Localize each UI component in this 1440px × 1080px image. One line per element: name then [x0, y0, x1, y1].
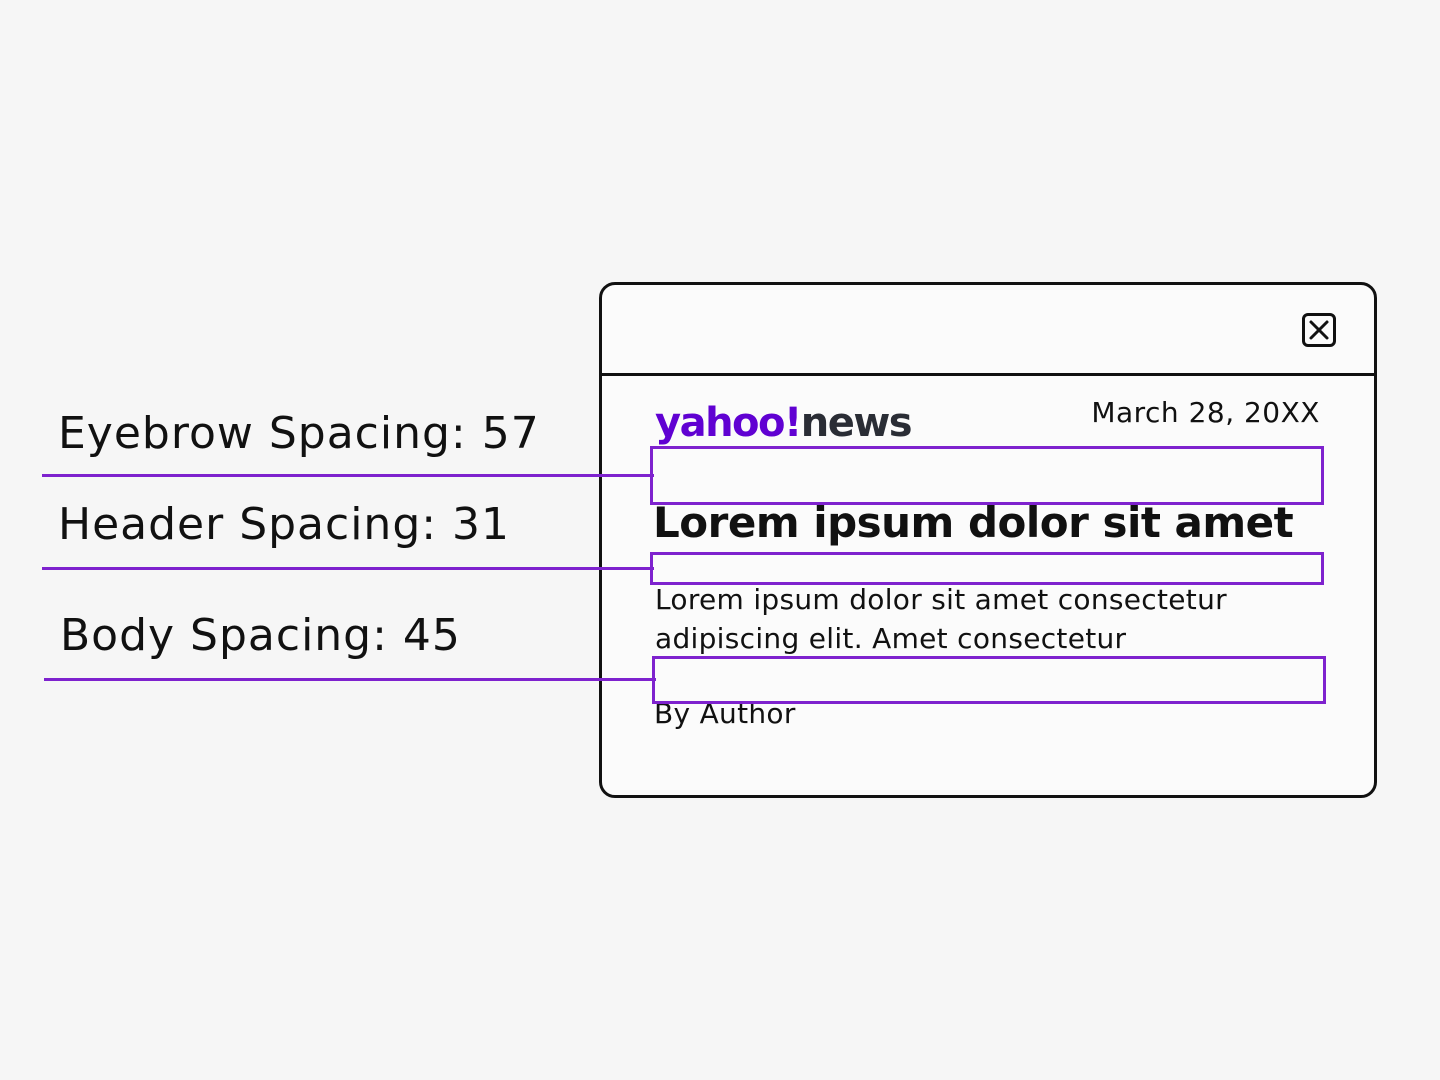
article-headline: Lorem ipsum dolor sit amet: [653, 498, 1294, 547]
body-spacing-box: [652, 656, 1326, 704]
body-line: adipiscing elit. Amet consectetur: [655, 622, 1127, 655]
logo-news: news: [800, 400, 913, 446]
close-button[interactable]: [1302, 313, 1336, 347]
eyebrow-guide-line: [42, 474, 654, 477]
body-spacing-label: Body Spacing: 45: [60, 610, 461, 661]
header-guide-line: [42, 567, 654, 570]
body-guide-line: [44, 678, 656, 681]
news-card: [599, 282, 1377, 798]
header-spacing-label: Header Spacing: 31: [58, 499, 511, 550]
article-date: March 28, 20XX: [1091, 396, 1320, 429]
logo-yahoo: yahoo!: [655, 400, 802, 446]
eyebrow-spacing-box: [650, 446, 1324, 505]
yahoo-news-logo: yahoo!news: [655, 398, 913, 448]
article-body: Lorem ipsum dolor sit amet consectetur a…: [655, 580, 1335, 658]
close-icon: [1309, 320, 1329, 340]
header-spacing-box: [650, 552, 1324, 585]
card-header: [602, 285, 1374, 376]
eyebrow-spacing-label: Eyebrow Spacing: 57: [58, 408, 540, 459]
body-line: Lorem ipsum dolor sit amet consectetur: [655, 583, 1227, 616]
